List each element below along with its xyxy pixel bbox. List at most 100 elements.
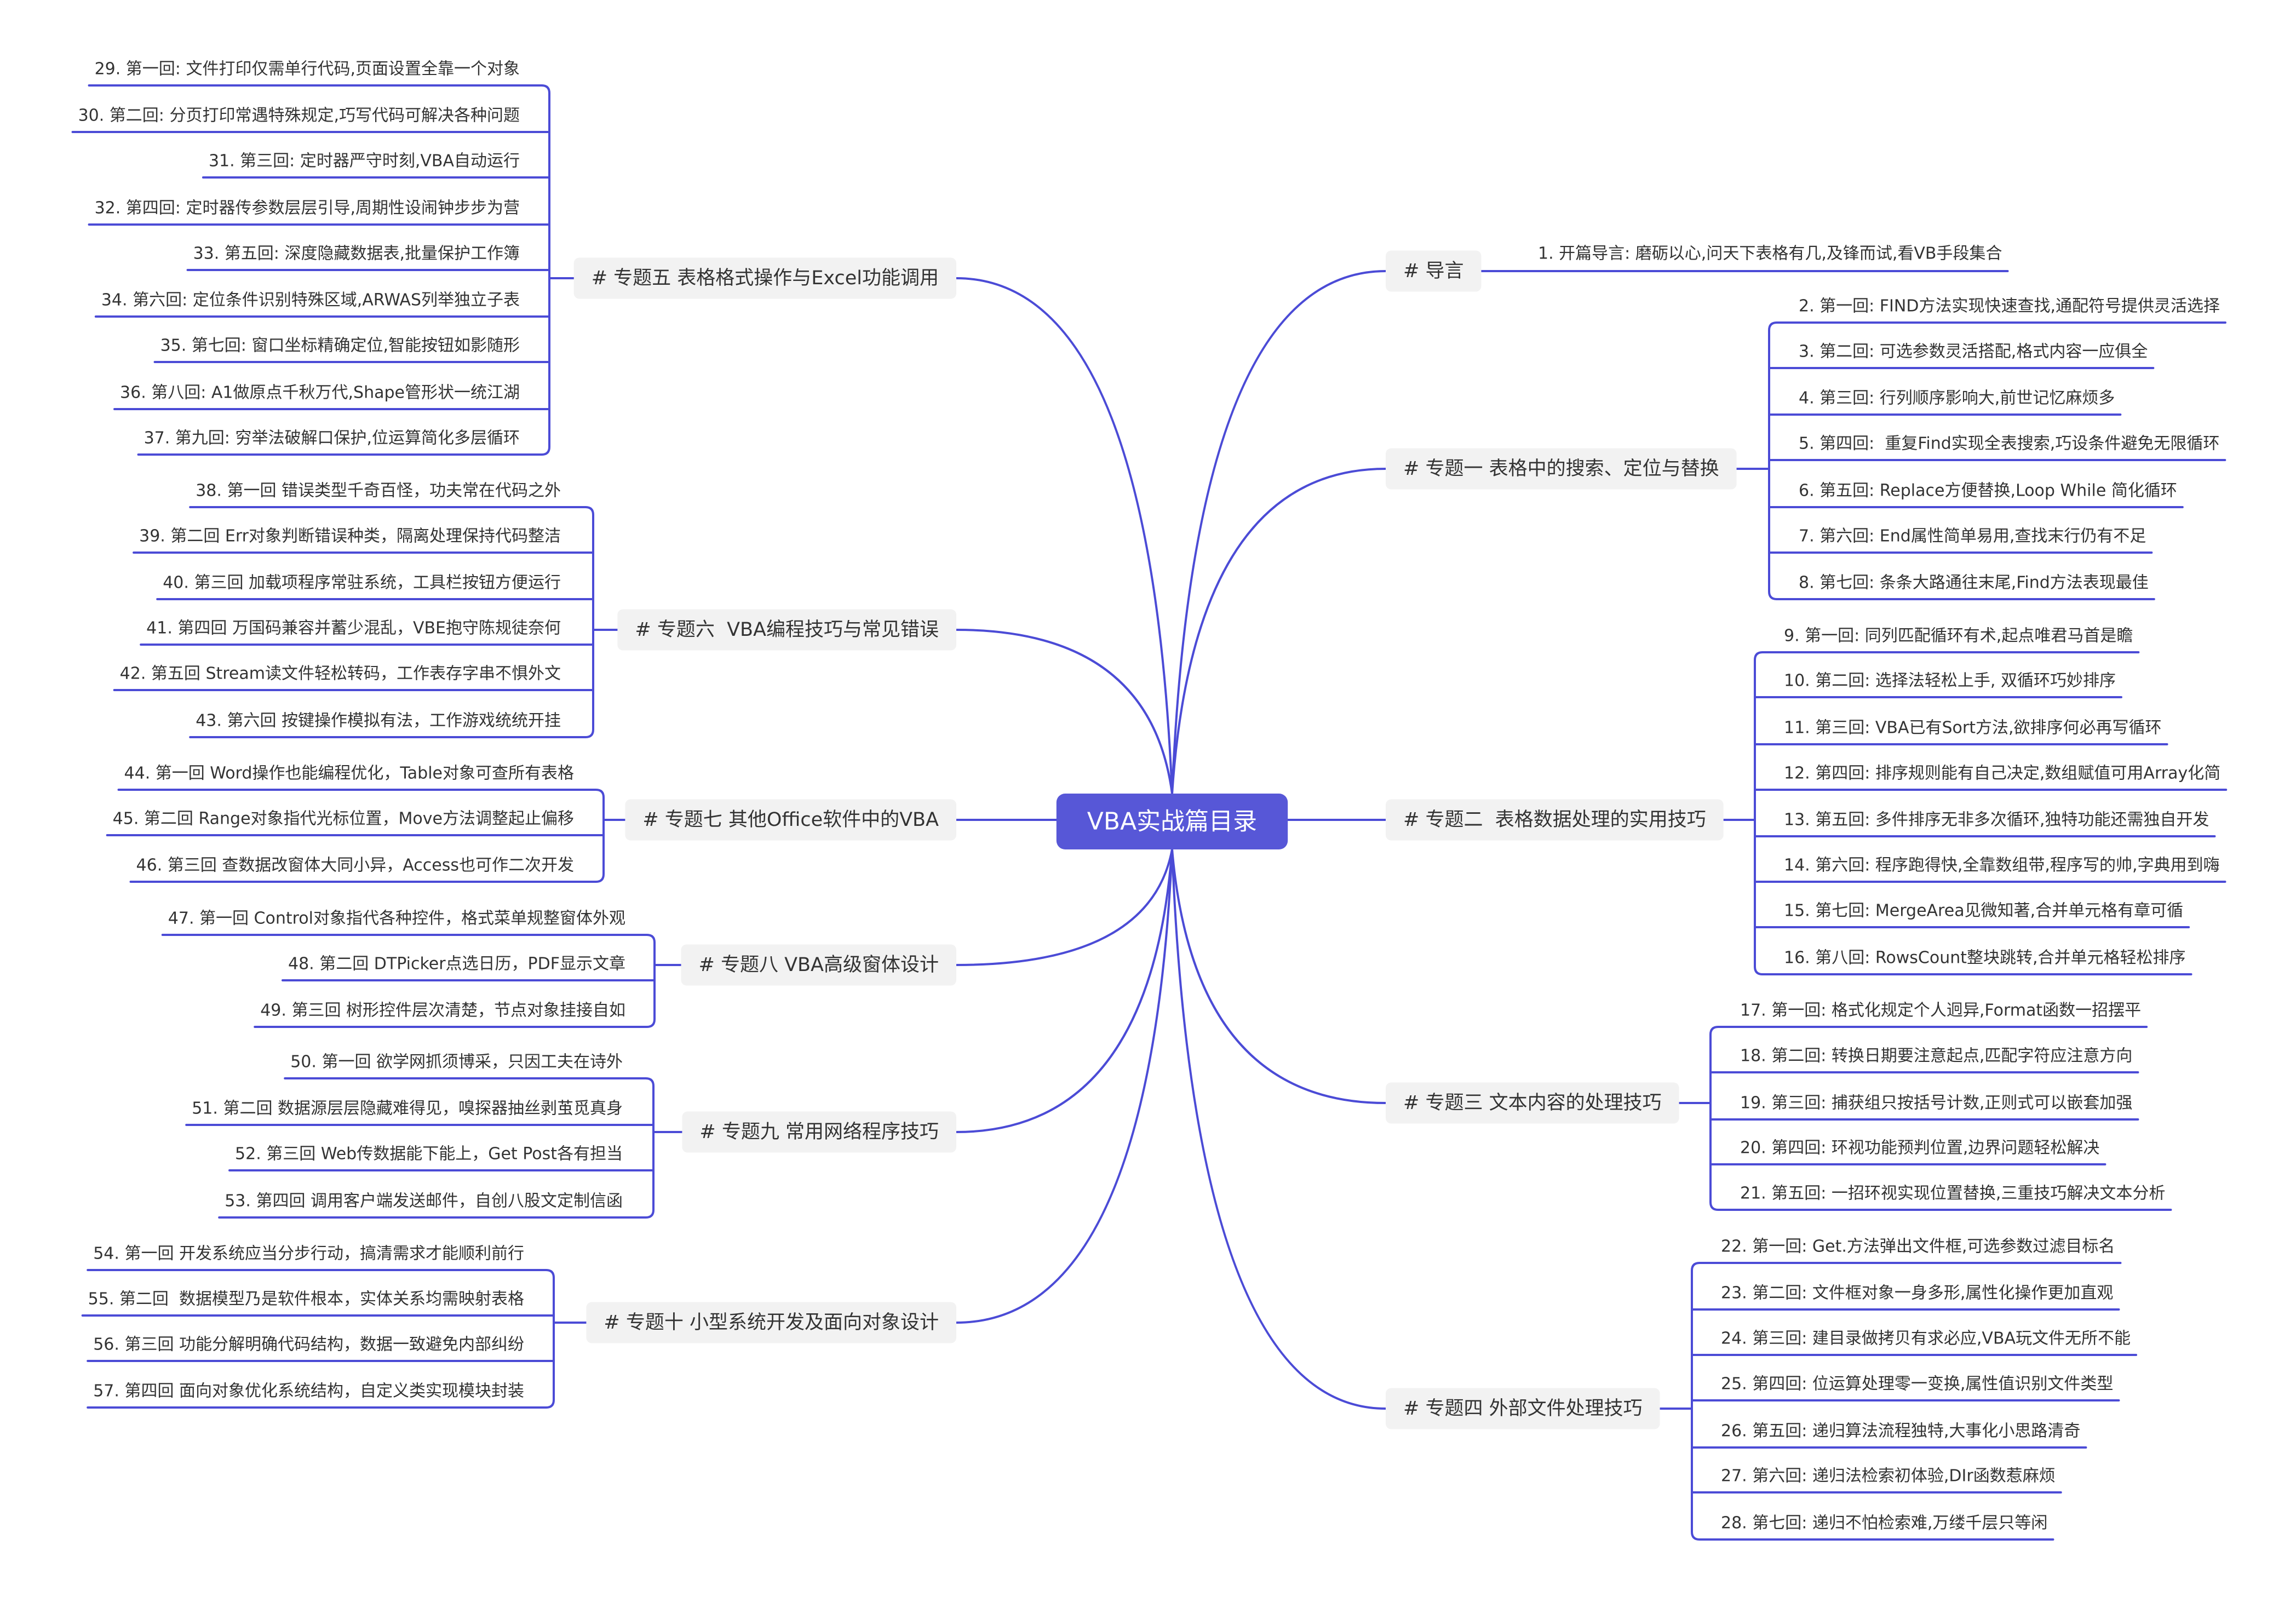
central-branch-line <box>955 629 1173 795</box>
topic-box <box>617 609 956 651</box>
subtopic-item: 36. 第八回: A1做原点千秋万代,Shape管形状一统江湖 <box>120 383 520 403</box>
subtopic-item: 39. 第二回 Err对象判断错误种类，隔离处理保持代码整洁 <box>139 527 561 546</box>
subtopic-item: 43. 第六回 按键操作模拟有法，工作游戏统统开挂 <box>196 711 561 731</box>
central-topic-title: VBA实战篇目录 <box>1087 808 1257 836</box>
topic-group: # 专题十 小型系统开发及面向对象设计 54. 第一回 开发系统应当分步行动，搞清… <box>88 1244 956 1401</box>
topic-title: # 专题二 表格数据处理的实用技巧 <box>1403 809 1706 831</box>
topic-box <box>1386 448 1737 490</box>
subtopic-item: 23. 第二回: 文件框对象一身多形,属性化操作更加直观 <box>1721 1284 2113 1303</box>
subtopic-item: 6. 第五回: Replace方便替换,Loop While 简化循环 <box>1799 481 2177 501</box>
subtopic-item: 38. 第一回 错误类型千奇百怪，功夫常在代码之外 <box>196 481 561 501</box>
topic-title: # 专题七 其他Office软件中的VBA <box>642 809 939 831</box>
subtopic-item: 11. 第三回: VBA已有Sort方法,欲排序何必再写循环 <box>1784 719 2162 738</box>
subtopic-item: 37. 第九回: 穷举法破解口保护,位运算简化多层循环 <box>144 429 520 448</box>
central-branch-line <box>955 848 1173 1324</box>
subtopic-item: 7. 第六回: End属性简单易用,查找末行仍有不足 <box>1799 527 2146 546</box>
subtopic-item: 41. 第四回 万国码兼容并蓄少混乱，VBE抱守陈规徒奈何 <box>146 619 561 638</box>
topic-group: # 专题四 外部文件处理技巧 22. 第一回: Get.方法弹出文件框,可选参数过… <box>1386 1237 2131 1533</box>
topic-box <box>1386 799 1724 841</box>
topic-title: # 专题九 常用网络程序技巧 <box>699 1121 939 1143</box>
topic-box <box>586 1302 956 1343</box>
subtopic-item: 15. 第七回: MergeArea见微知著,合并单元格有章可循 <box>1784 901 2183 921</box>
subtopic-bracket <box>645 1077 655 1219</box>
subtopic-item: 13. 第五回: 多件排序无非多次循环,独特功能还需独自开发 <box>1784 811 2209 830</box>
topic-box <box>625 799 956 841</box>
subtopic-item: 47. 第一回 Control对象指代各种控件，格式菜单规整窗体外观 <box>168 909 625 928</box>
subtopic-item: 19. 第三回: 捕获组只按括号计数,正则式可以嵌套加强 <box>1740 1094 2132 1113</box>
topic-group: # 专题九 常用网络程序技巧 50. 第一回 欲学网抓须博采，只因工夫在诗外 51.… <box>192 1053 956 1211</box>
central-branch-line <box>955 848 1173 966</box>
topic-group: # 专题六 VBA编程技巧与常见错误 38. 第一回 错误类型千奇百怪，功夫常在代… <box>120 481 956 731</box>
subtopic-item: 49. 第三回 树形控件层次清楚，节点对象挂接自如 <box>260 1001 625 1020</box>
topic-title: # 专题八 VBA高级窗体设计 <box>699 954 939 976</box>
subtopic-item: 50. 第一回 欲学网抓须博采，只因工夫在诗外 <box>290 1053 623 1072</box>
topic-title: # 专题四 外部文件处理技巧 <box>1403 1398 1643 1420</box>
topic-group: # 专题三 文本内容的处理技巧 17. 第一回: 格式化规定个人迥异,Format… <box>1386 1001 2165 1203</box>
subtopic-item: 33. 第五回: 深度隐藏数据表,批量保护工作簿 <box>193 244 520 263</box>
subtopic-bracket <box>545 1269 555 1409</box>
topic-title: # 专题十 小型系统开发及面向对象设计 <box>604 1312 939 1334</box>
subtopic-item: 18. 第二回: 转换日期要注意起点,匹配字符应注意方向 <box>1740 1047 2132 1066</box>
subtopic-item: 51. 第二回 数据源层层隐藏难得见，嗅探器抽丝剥茧觅真身 <box>192 1099 623 1118</box>
subtopic-item: 57. 第四回 面向对象优化系统结构，自定义类实现模块封装 <box>93 1382 524 1401</box>
central-branch-line <box>1171 848 1387 1104</box>
subtopic-item: 26. 第五回: 递归算法流程独特,大事化小思路清奇 <box>1721 1422 2080 1441</box>
central-branch-line <box>1171 468 1387 795</box>
subtopic-item: 24. 第三回: 建目录做拷贝有求必应,VBA玩文件无所不能 <box>1721 1329 2131 1348</box>
central-topic-box <box>1056 794 1288 849</box>
subtopic-item: 20. 第四回: 环视功能预判位置,边界问题轻松解决 <box>1740 1139 2099 1158</box>
subtopic-item: 10. 第二回: 选择法轻松上手, 双循环巧妙排序 <box>1784 671 2116 691</box>
subtopic-item: 16. 第八回: RowsCount整块跳转,合并单元格轻松排序 <box>1784 949 2186 968</box>
subtopic-item: 53. 第四回 调用客户端发送邮件，自创八股文定制信函 <box>225 1192 623 1211</box>
subtopic-item: 32. 第四回: 定时器传参数层层引导,周期性设闹钟步步为营 <box>95 199 520 218</box>
topic-group: # 专题八 VBA高级窗体设计 47. 第一回 Control对象指代各种控件，格… <box>168 909 956 1020</box>
subtopic-bracket <box>1754 651 1764 975</box>
topic-group: # 导言1. 开篇导言: 磨砺以心,问天下表格有几,及锋而试,看VB手段集合 <box>1386 244 2002 292</box>
central-branch-line <box>1171 848 1387 1410</box>
topic-group: # 专题七 其他Office软件中的VBA 44. 第一回 Word操作也能编程优… <box>113 764 956 875</box>
subtopic-item: 52. 第三回 Web传数据能下能上，Get Post各有担当 <box>235 1145 623 1164</box>
subtopic-item: 35. 第七回: 窗口坐标精确定位,智能按钮如影随形 <box>160 336 520 355</box>
central-branch-line <box>955 277 1173 795</box>
topic-box <box>1386 1082 1679 1124</box>
subtopic-item: 22. 第一回: Get.方法弹出文件框,可选参数过滤目标名 <box>1721 1237 2115 1256</box>
subtopic-bracket <box>584 506 594 738</box>
subtopic-item: 46. 第三回 查数据改窗体大同小异，Access也可作二次开发 <box>136 856 574 875</box>
topic-box <box>573 257 956 299</box>
subtopic-item: 25. 第四回: 位运算处理零一变换,属性值识别文件类型 <box>1721 1375 2113 1394</box>
topic-box <box>682 1111 956 1153</box>
subtopic-item: 28. 第七回: 递归不怕检索难,万缕千层只等闲 <box>1721 1514 2047 1533</box>
mindmap-nodes: VBA实战篇目录 # 导言1. 开篇导言: 磨砺以心,问天下表格有几,及锋而试,… <box>78 60 2221 1533</box>
subtopic-item: 8. 第七回: 条条大路通往末尾,Find方法表现最佳 <box>1799 573 2149 593</box>
subtopic-item: 54. 第一回 开发系统应当分步行动，搞清需求才能顺利前行 <box>93 1244 524 1263</box>
topic-title: # 专题六 VBA编程技巧与常见错误 <box>635 619 939 641</box>
topic-box <box>1386 250 1482 292</box>
subtopic-item: 14. 第六回: 程序跑得快,全靠数组带,程序写的帅,字典用到嗨 <box>1784 856 2220 875</box>
topic-title: # 导言 <box>1403 260 1463 282</box>
subtopic-item: 40. 第三回 加载项程序常驻系统，工具栏按钮方便运行 <box>163 573 561 593</box>
subtopic-item: 31. 第三回: 定时器严守时刻,VBA自动运行 <box>209 152 520 171</box>
subtopic-item: 55. 第二回 数据模型乃是软件根本，实体关系均需映射表格 <box>88 1290 524 1309</box>
subtopic-item: 2. 第一回: FIND方法实现快速查找,通配符号提供灵活选择 <box>1799 297 2220 316</box>
subtopic-item: 42. 第五回 Stream读文件轻松转码，工作表存字串不惧外文 <box>120 664 561 683</box>
subtopic-item: 44. 第一回 Word操作也能编程优化，Table对象可查所有表格 <box>124 764 574 783</box>
central-topic: VBA实战篇目录 <box>1056 794 1288 849</box>
topic-group: # 专题一 表格中的搜索、定位与替换 2. 第一回: FIND方法实现快速查找,通… <box>1386 297 2220 593</box>
topic-title: # 专题三 文本内容的处理技巧 <box>1403 1092 1662 1114</box>
subtopic-item: 21. 第五回: 一招环视实现位置替换,三重技巧解决文本分析 <box>1740 1184 2165 1203</box>
subtopic-item: 3. 第二回: 可选参数灵活搭配,格式内容一应俱全 <box>1799 342 2148 361</box>
branch-lines <box>71 84 2228 1541</box>
subtopic-item: 4. 第三回: 行列顺序影响大,前世记忆麻烦多 <box>1799 389 2115 408</box>
subtopic-item: 34. 第六回: 定位条件识别特殊区域,ARWAS列举独立子表 <box>101 291 520 310</box>
subtopic-item: 48. 第二回 DTPicker点选日历，PDF显示文章 <box>288 955 625 974</box>
subtopic-item: 30. 第二回: 分页打印常遇特殊规定,巧写代码可解决各种问题 <box>78 106 520 125</box>
subtopic-item: 29. 第一回: 文件打印仅需单行代码,页面设置全靠一个对象 <box>95 60 520 79</box>
topic-title: # 专题一 表格中的搜索、定位与替换 <box>1403 458 1719 480</box>
subtopic-item: 17. 第一回: 格式化规定个人迥异,Format函数一招摆平 <box>1740 1001 2141 1020</box>
central-branch-line <box>1171 270 1387 795</box>
subtopic-item: 56. 第三回 功能分解明确代码结构，数据一致避免内部纠纷 <box>93 1335 524 1354</box>
subtopic-item: 12. 第四回: 排序规则能有自己决定,数组赋值可用Array化简 <box>1784 764 2220 783</box>
